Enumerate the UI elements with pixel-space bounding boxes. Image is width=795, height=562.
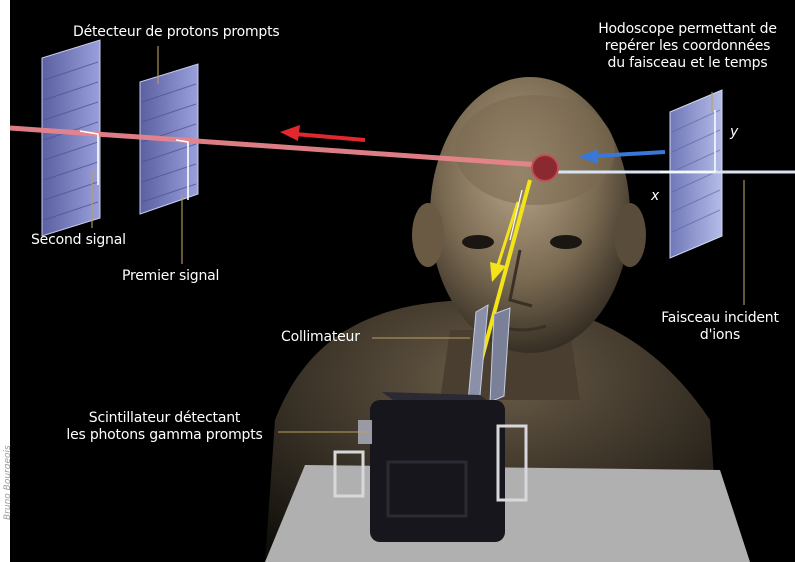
hodoscope-plate [670, 90, 722, 258]
label-hodoscope-line3: du faisceau et le temps [580, 55, 795, 72]
patient-right-ear [614, 203, 646, 267]
brain-outline [455, 95, 615, 205]
label-scintillator: Scintillateur détectant les photons gamm… [52, 410, 277, 444]
illustration-scene: Détecteur de protons prompts Hodoscope p… [10, 0, 795, 562]
proton-detector-plate-far [42, 40, 100, 236]
label-hodoscope-line1: Hodoscope permettant de [580, 21, 795, 38]
label-hodoscope-line2: repérer les coordonnées [580, 38, 795, 55]
label-premier-signal: Premier signal [122, 268, 219, 285]
table [265, 465, 750, 562]
label-ion-beam-line2: d'ions [645, 327, 795, 344]
label-y-axis: y [730, 124, 738, 141]
label-second-signal: Second signal [31, 232, 126, 249]
label-x-axis: x [651, 188, 659, 205]
label-ion-beam-line1: Faisceau incident [645, 310, 795, 327]
patient-left-eye [462, 235, 494, 249]
label-proton-detector: Détecteur de protons prompts [73, 24, 280, 41]
label-scintillator-line1: Scintillateur détectant [52, 410, 277, 427]
patient-right-eye [550, 235, 582, 249]
label-collimator: Collimateur [281, 329, 360, 346]
patient-left-ear [412, 203, 444, 267]
label-ion-beam: Faisceau incident d'ions [645, 310, 795, 344]
label-hodoscope: Hodoscope permettant de repérer les coor… [580, 21, 795, 72]
label-scintillator-line2: les photons gamma prompts [52, 427, 277, 444]
tumor-target [532, 155, 558, 181]
proton-direction-arrow [280, 125, 365, 141]
